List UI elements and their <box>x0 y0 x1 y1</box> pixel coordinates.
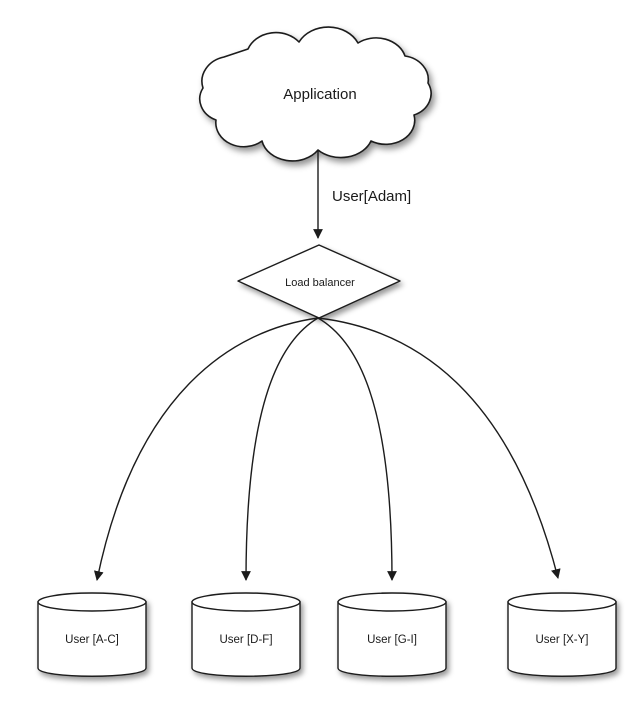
database-label: User [X-Y] <box>535 634 588 646</box>
edge-load-balancer-to-db-g-i <box>317 317 397 581</box>
node-application-cloud[interactable]: Application <box>198 26 432 162</box>
application-cloud-label: Application <box>283 86 356 103</box>
edge-load-balancer-to-db-x-y <box>317 317 561 579</box>
node-database-cylinder[interactable]: User [G-I] <box>337 592 447 677</box>
database-label: User [G-I] <box>367 634 417 646</box>
load-balancer-label: Load balancer <box>285 277 355 289</box>
edge-application-to-load-balancer: User[Adam] <box>313 151 411 239</box>
edge-load-balancer-to-db-a-c <box>93 317 319 581</box>
node-load-balancer-diamond[interactable]: Load balancer <box>237 244 401 319</box>
node-database-cylinder[interactable]: User [A-C] <box>37 592 147 677</box>
database-label: User [D-F] <box>219 634 272 646</box>
node-database-cylinder[interactable]: User [D-F] <box>191 592 301 677</box>
node-database-cylinder[interactable]: User [X-Y] <box>507 592 617 677</box>
database-label: User [A-C] <box>65 634 119 646</box>
edge-label-user-adam: User[Adam] <box>332 188 411 205</box>
edge-load-balancer-to-db-d-f <box>241 317 319 581</box>
